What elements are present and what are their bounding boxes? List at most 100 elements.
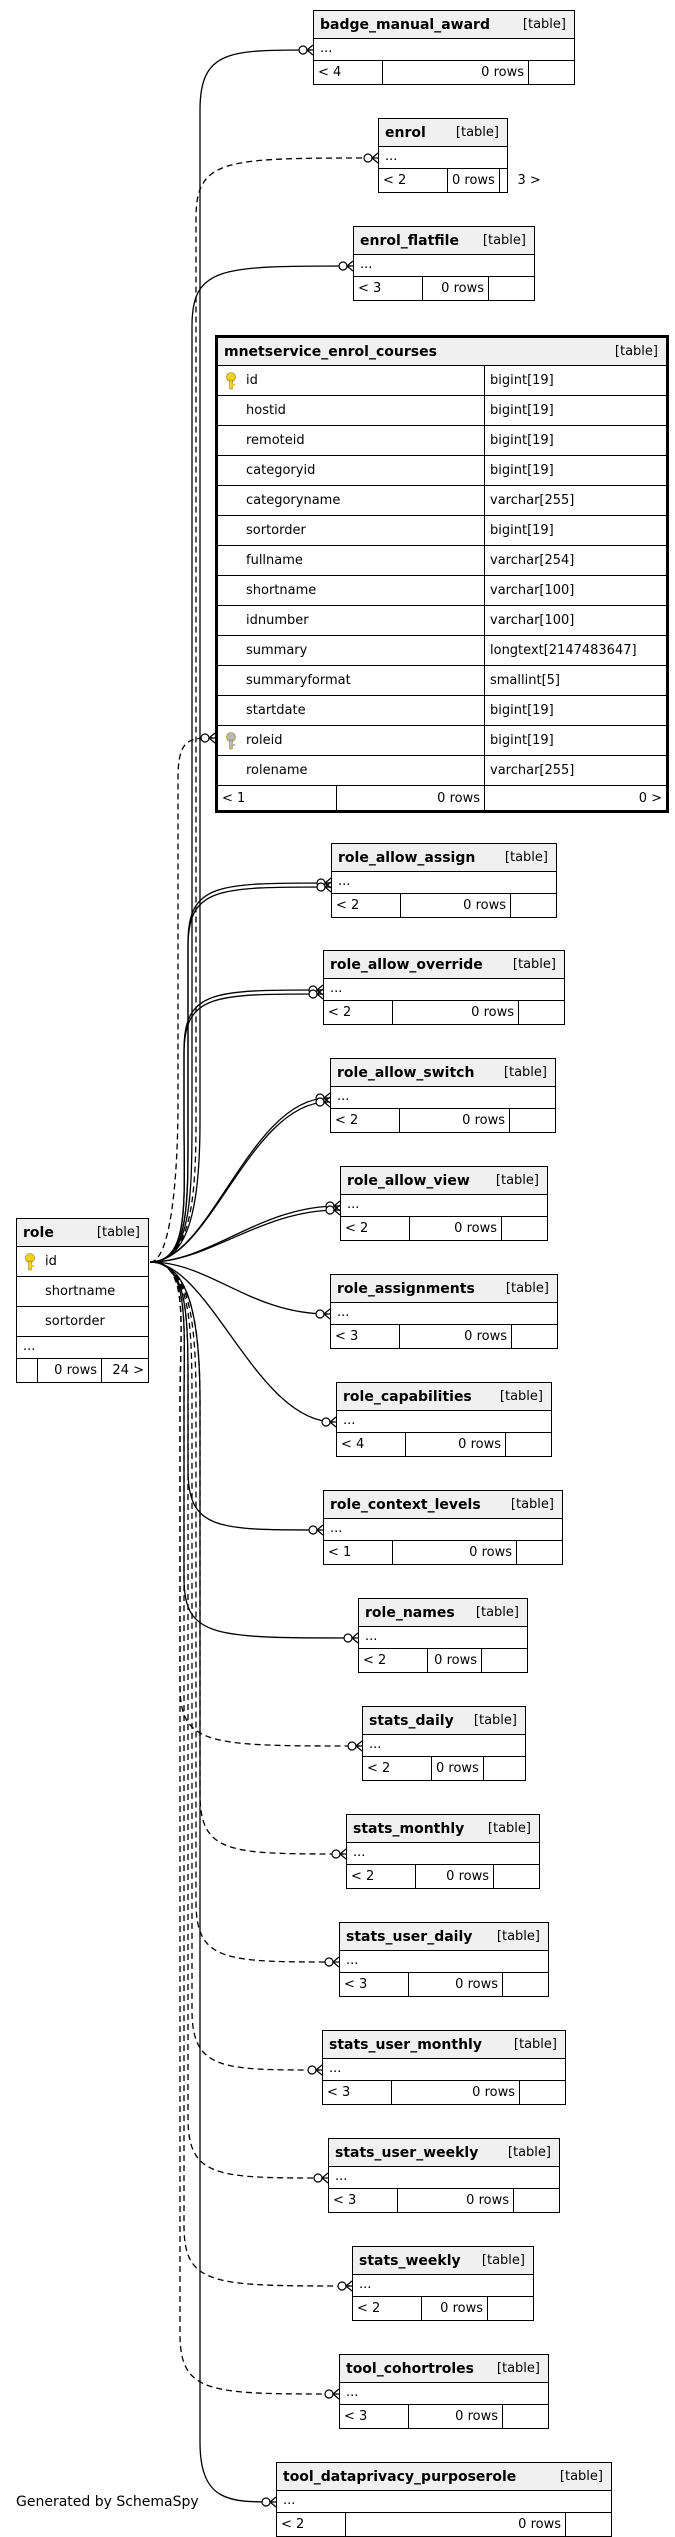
parents-count[interactable]: < 2: [336, 898, 360, 913]
crowfoot-marker: [331, 1848, 347, 1860]
table-name[interactable]: stats_user_weekly: [335, 2144, 479, 2161]
parents-count[interactable]: < 1: [222, 790, 246, 806]
table-name[interactable]: role: [23, 1224, 54, 1241]
children-count[interactable]: [565, 2513, 611, 2536]
parents-count[interactable]: < 3: [333, 2193, 357, 2208]
column-name: categoryid: [246, 463, 316, 478]
children-count[interactable]: [488, 277, 534, 300]
table-name[interactable]: stats_user_monthly: [329, 2036, 482, 2053]
table-name[interactable]: role_assignments: [337, 1280, 475, 1297]
table-name[interactable]: role_allow_view: [347, 1172, 470, 1189]
row-count: 0 rows: [399, 1325, 511, 1348]
table-name[interactable]: role_capabilities: [343, 1388, 472, 1405]
parents-count[interactable]: < 2: [335, 1113, 359, 1128]
children-count[interactable]: 3 >: [498, 169, 545, 192]
parents-count[interactable]: < 2: [357, 2301, 381, 2316]
parents-count[interactable]: < 3: [344, 1977, 368, 1992]
crowfoot-marker: [315, 1096, 331, 1108]
parents-count[interactable]: < 2: [367, 1761, 391, 1776]
more-columns-ellipsis: ...: [354, 255, 534, 277]
column-name: categoryname: [246, 493, 341, 508]
parents-count[interactable]: < 2: [383, 173, 407, 188]
column-type: bigint[19]: [484, 726, 666, 755]
table-name[interactable]: stats_user_daily: [346, 1928, 473, 1945]
table-kind: [table]: [505, 1281, 549, 1296]
children-count[interactable]: [487, 2297, 533, 2320]
table-name[interactable]: stats_monthly: [353, 1820, 465, 1837]
children-count[interactable]: [493, 1865, 539, 1888]
children-count[interactable]: [502, 2405, 548, 2428]
table-name[interactable]: tool_cohortroles: [346, 2360, 474, 2377]
parents-count[interactable]: < 2: [363, 1653, 387, 1668]
parents-count[interactable]: < 1: [328, 1545, 352, 1560]
parents-count[interactable]: < 3: [344, 2409, 368, 2424]
children-count[interactable]: [513, 2189, 559, 2212]
table-name[interactable]: enrol_flatfile: [360, 232, 459, 249]
children-count[interactable]: 24 >: [101, 1359, 148, 1382]
table-name[interactable]: stats_daily: [369, 1712, 454, 1729]
parents-count[interactable]: < 2: [281, 2517, 305, 2532]
table-name[interactable]: enrol: [385, 124, 426, 141]
children-count[interactable]: [516, 1541, 562, 1564]
parents-count[interactable]: < 2: [345, 1221, 369, 1236]
children-count[interactable]: [502, 1973, 548, 1996]
table-name[interactable]: tool_dataprivacy_purposerole: [283, 2468, 517, 2485]
children-count[interactable]: [511, 1325, 557, 1348]
table-tool-dataprivacy-purposerole[interactable]: tool_dataprivacy_purposerole[table]...< …: [276, 2462, 612, 2537]
children-count[interactable]: [528, 61, 574, 84]
children-count[interactable]: [501, 1217, 547, 1240]
children-count[interactable]: [510, 894, 556, 917]
table-name[interactable]: mnetservice_enrol_courses: [224, 343, 437, 360]
children-count[interactable]: 0 >: [484, 786, 666, 810]
table-kind: [table]: [455, 125, 499, 140]
parents-count[interactable]: < 3: [327, 2085, 351, 2100]
parents-count[interactable]: < 2: [351, 1869, 375, 1884]
table-name[interactable]: role_context_levels: [330, 1496, 481, 1513]
children-count[interactable]: [518, 1001, 564, 1024]
table-name[interactable]: role_allow_switch: [337, 1064, 475, 1081]
children-count[interactable]: [481, 1649, 527, 1672]
column-name: fullname: [246, 553, 303, 568]
parents-count[interactable]: < 4: [341, 1437, 365, 1452]
table-name[interactable]: badge_manual_award: [320, 16, 490, 33]
children-count[interactable]: [509, 1109, 555, 1132]
parents-count[interactable]: < 2: [328, 1005, 352, 1020]
parents-count[interactable]: < 3: [358, 281, 382, 296]
table-kind: [table]: [495, 1173, 539, 1188]
parents-count[interactable]: < 4: [318, 65, 342, 80]
children-count[interactable]: [505, 1433, 551, 1456]
table-name[interactable]: role_allow_override: [330, 956, 483, 973]
table-name[interactable]: role_allow_assign: [338, 849, 476, 866]
children-count[interactable]: [519, 2081, 565, 2104]
relationship-line: [149, 1261, 351, 2287]
table-header: mnetservice_enrol_courses [table]: [218, 338, 666, 366]
children-count[interactable]: [482, 1757, 529, 1780]
table-name[interactable]: role_names: [365, 1604, 455, 1621]
table-name[interactable]: stats_weekly: [359, 2252, 461, 2269]
parents-count[interactable]: < 3: [335, 1329, 359, 1344]
table-kind: [table]: [503, 1065, 547, 1080]
column-row: id: [17, 1247, 148, 1277]
